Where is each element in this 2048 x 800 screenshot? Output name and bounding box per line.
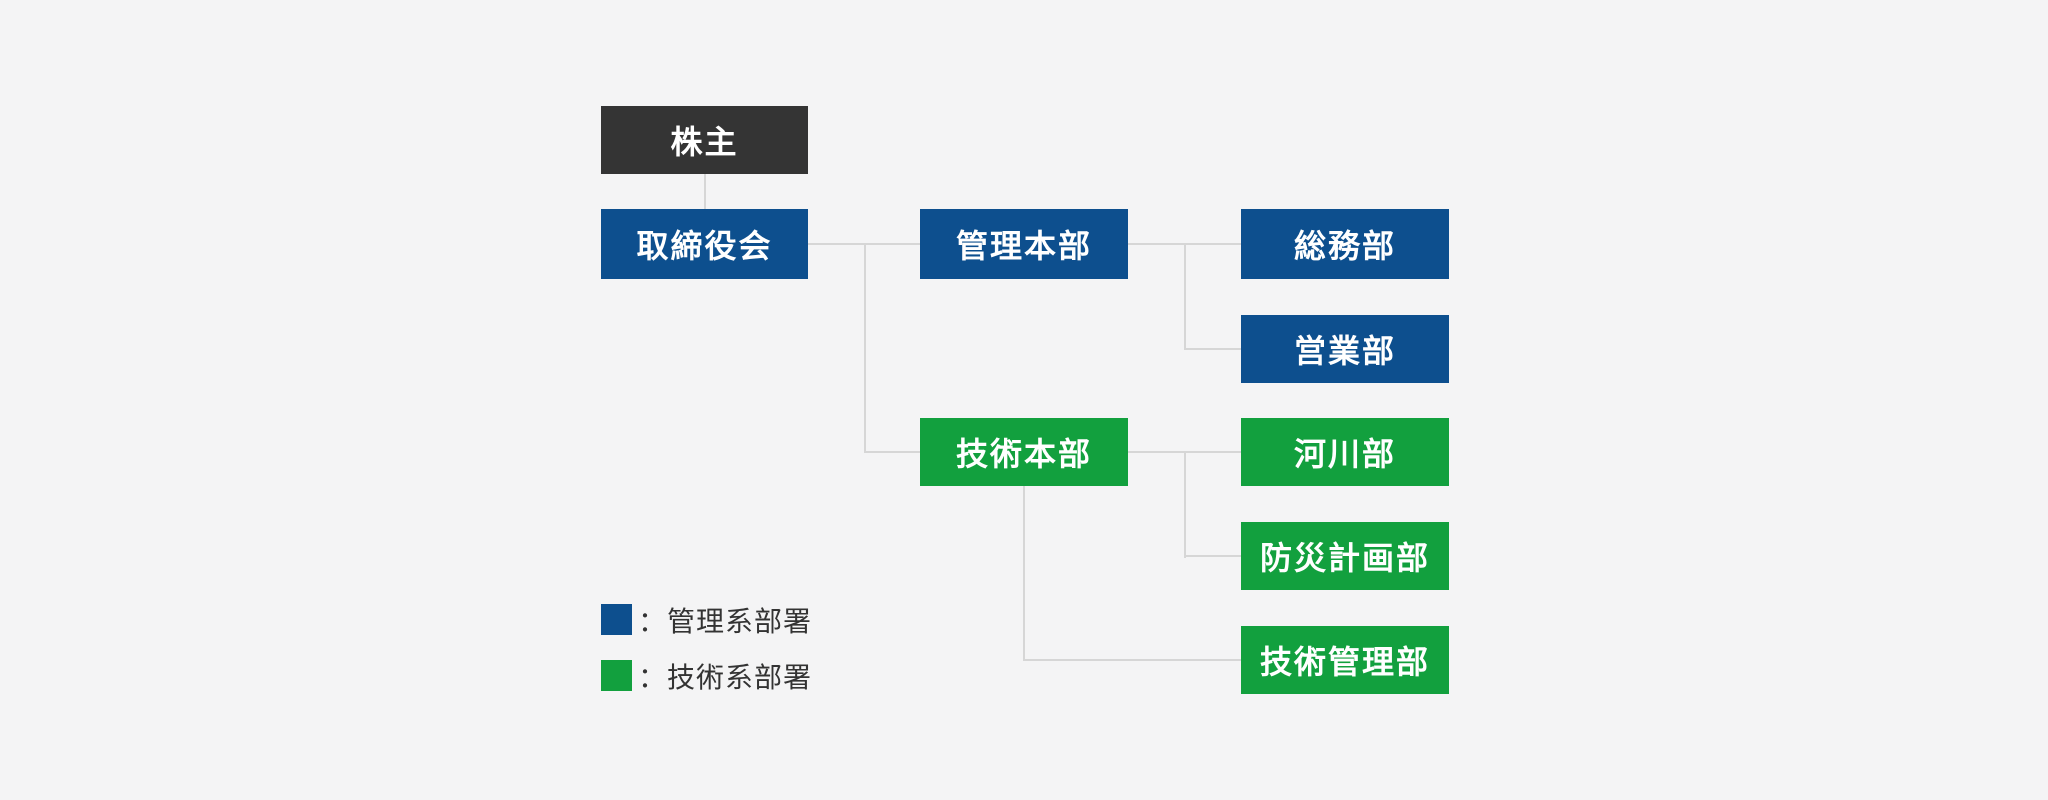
legend-item-admin-departments: ：管理系部署: [601, 604, 812, 637]
org-node-label-sales-dept: 営業部: [1293, 333, 1396, 369]
connector-shareholders-board: [704, 174, 706, 209]
legend-label-admin-departments: ：管理系部署: [638, 605, 813, 637]
connector-tech-branch-vertical: [1184, 451, 1186, 558]
connector-admin-branch-vertical: [1184, 243, 1186, 350]
org-node-river-dept: 河川部: [1241, 418, 1449, 486]
org-node-shareholders: 株主: [601, 106, 808, 174]
legend-swatch-admin-icon: [601, 604, 632, 635]
connector-trunk-tech-hq: [864, 451, 920, 453]
org-node-label-technical-management-dept: 技術管理部: [1259, 644, 1430, 680]
legend-item-tech-departments: ：技術系部署: [601, 660, 812, 693]
org-node-label-shareholders: 株主: [670, 124, 739, 160]
org-node-label-disaster-prevention-planning-dept: 防災計画部: [1259, 540, 1430, 576]
connector-trunk-vertical: [864, 243, 866, 453]
org-node-admin-headquarters: 管理本部: [920, 209, 1128, 279]
legend-swatch-tech-icon: [601, 660, 632, 691]
connector-tech-management-horizontal: [1023, 659, 1241, 661]
connector-tech-hq-down-vertical: [1023, 486, 1025, 661]
org-node-disaster-prevention-planning-dept: 防災計画部: [1241, 522, 1449, 590]
org-node-technology-headquarters: 技術本部: [920, 418, 1128, 486]
org-node-label-general-affairs-dept: 総務部: [1293, 228, 1396, 264]
org-node-sales-dept: 営業部: [1241, 315, 1449, 383]
org-node-technical-management-dept: 技術管理部: [1241, 626, 1449, 694]
connector-tech-branch-disaster: [1184, 555, 1241, 557]
org-node-label-technology-headquarters: 技術本部: [955, 436, 1092, 472]
org-node-general-affairs-dept: 総務部: [1241, 209, 1449, 279]
org-node-label-river-dept: 河川部: [1293, 436, 1396, 472]
legend-label-tech-departments: ：技術系部署: [638, 661, 813, 693]
connector-admin-branch-sales: [1184, 348, 1241, 350]
org-node-label-board-of-directors: 取締役会: [636, 228, 773, 264]
org-node-board-of-directors: 取締役会: [601, 209, 808, 279]
legend: ：管理系部署 ：技術系部署: [601, 604, 812, 693]
org-node-label-admin-headquarters: 管理本部: [955, 228, 1092, 264]
